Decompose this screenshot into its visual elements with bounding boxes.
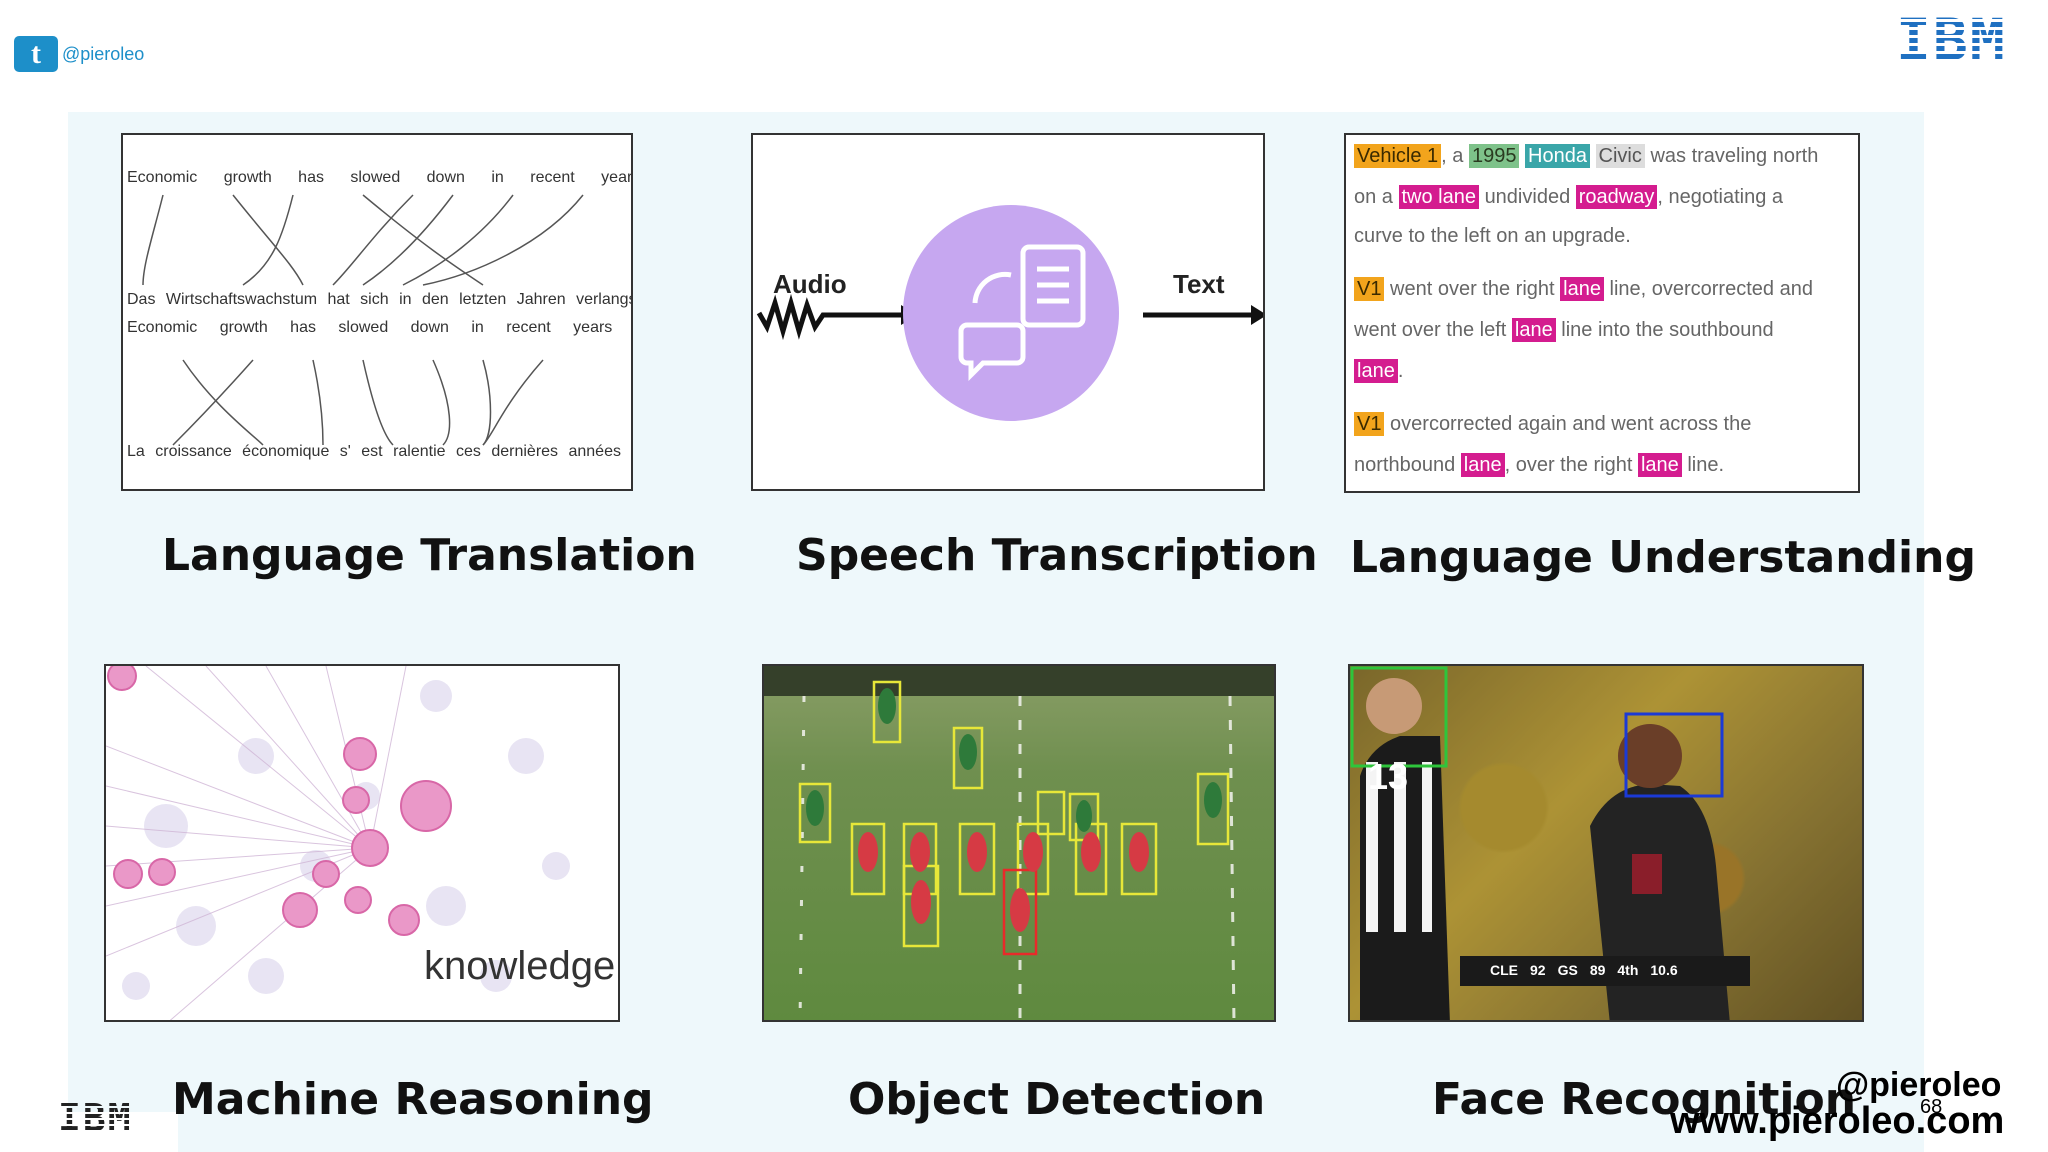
entity-lane: lane	[1460, 453, 1505, 477]
entity-v1: V1	[1354, 277, 1385, 301]
alignment-lines	[142, 194, 584, 446]
footer-website-link[interactable]: www.pieroleo.com	[1670, 1100, 2005, 1142]
text-run: , a	[1441, 145, 1464, 167]
chat-document-icon	[958, 244, 1086, 382]
text-run: curve to the left on an upgrade.	[1354, 225, 1631, 247]
text-run: , over the right	[1504, 454, 1633, 476]
football-scene	[764, 666, 1274, 1020]
score-1: 92	[1530, 962, 1546, 978]
text-run: was traveling north	[1650, 145, 1819, 167]
text-label: Text	[1173, 269, 1225, 299]
jersey-number: 13	[1368, 756, 1409, 797]
entity-v1: V1	[1354, 412, 1385, 436]
entity-lane: lane	[1560, 277, 1604, 301]
caption-face-recognition: Face Recognition	[1432, 1074, 1857, 1125]
entity-lane: lane	[1354, 359, 1398, 383]
entity-year: 1995	[1468, 144, 1520, 168]
basketball-scene	[1350, 666, 1862, 1020]
ibm-logo: IBM	[1896, 6, 2007, 74]
text-run: undivided	[1484, 186, 1571, 208]
knowledge-graph	[106, 666, 570, 1020]
text-run: went over the left	[1354, 319, 1507, 341]
caption-language-understanding: Language Understanding	[1350, 532, 1976, 583]
object-detection-photo	[762, 664, 1276, 1022]
entity-roadway: roadway	[1575, 185, 1658, 209]
entity-model: Civic	[1595, 144, 1645, 168]
twitter-handle[interactable]: @pieroleo	[62, 44, 145, 64]
understanding-figure: Vehicle 1, a 1995 Honda Civic was travel…	[1344, 133, 1860, 493]
english-sentence-2: Economic growth has slowed down in recen…	[127, 319, 633, 336]
text-run: , negotiating a	[1657, 186, 1784, 208]
caption-machine-reasoning: Machine Reasoning	[172, 1074, 654, 1125]
entity-two-lane: two lane	[1398, 185, 1479, 209]
speech-diagram	[756, 205, 1263, 421]
text-run: northbound	[1354, 454, 1456, 476]
twitter-icon: t	[14, 36, 58, 72]
knowledge-graph-figure: knowledge	[104, 664, 620, 1022]
text-run: on a	[1354, 186, 1393, 208]
text-run: went over the right	[1390, 278, 1555, 300]
entity-lane: lane	[1511, 318, 1556, 342]
english-sentence: Economic growth has slowed down in recen…	[127, 169, 633, 186]
score-2: 89	[1589, 962, 1606, 978]
text-run: line into the southbound	[1561, 319, 1774, 341]
audio-label: Audio	[773, 269, 847, 299]
game-clock: 10.6	[1650, 962, 1678, 978]
caption-language-translation: Language Translation	[162, 530, 697, 581]
footer-twitter-handle[interactable]: @pieroleo	[1836, 1066, 2002, 1104]
speech-figure: Audio Text	[751, 133, 1265, 491]
caption-speech-transcription: Speech Transcription	[796, 530, 1318, 581]
sound-wave-icon	[756, 293, 903, 341]
entity-vehicle: Vehicle 1	[1354, 144, 1442, 168]
slide-panel-footer	[178, 1076, 1924, 1152]
translation-figure: Economic growth has slowed down in recen…	[121, 133, 633, 491]
knowledge-label: knowledge	[424, 944, 616, 988]
entity-make: Honda	[1525, 144, 1590, 168]
team-2: GS	[1557, 962, 1578, 978]
text-run: .	[1397, 360, 1404, 382]
entity-lane: lane	[1637, 453, 1682, 477]
text-run: line, overcorrected and	[1609, 278, 1813, 300]
text-run: overcorrected again and went across the	[1390, 413, 1752, 435]
caption-object-detection: Object Detection	[848, 1074, 1266, 1125]
french-sentence: La croissance économique s' est ralentie…	[127, 443, 633, 460]
speech-bubble-icon	[903, 205, 1119, 421]
page-number: 68	[1920, 1096, 1943, 1118]
team-1: CLE	[1490, 962, 1518, 978]
german-sentence: Das Wirtschaftswachstum hat sich in den …	[127, 291, 633, 308]
face-recognition-photo: 13 CLE 92 GS 89 4th 10.6	[1348, 664, 1864, 1022]
quarter: 4th	[1617, 962, 1639, 978]
ibm-logo-footer: IBM	[58, 1096, 133, 1140]
text-run: line.	[1687, 454, 1725, 476]
scoreboard: CLE 92 GS 89 4th 10.6	[1490, 962, 1678, 978]
